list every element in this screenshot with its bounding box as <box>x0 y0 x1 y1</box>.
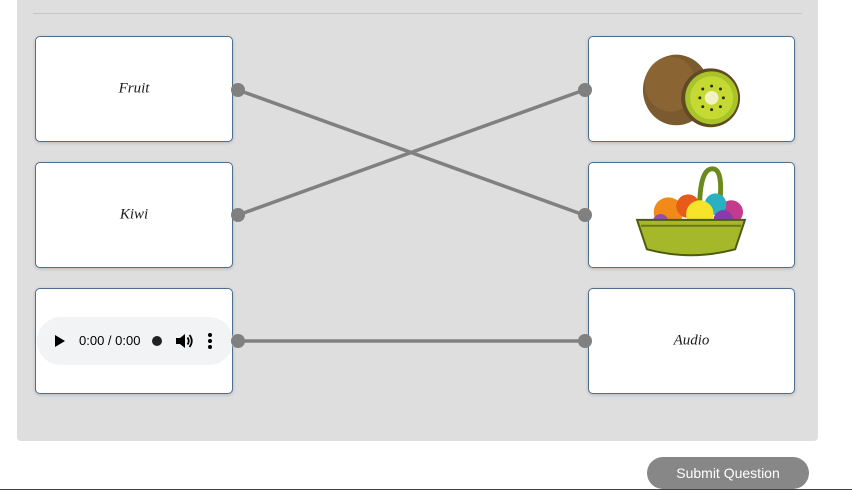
more-options-icon[interactable] <box>202 330 218 352</box>
fruit-basket-icon <box>635 166 747 257</box>
seek-handle[interactable] <box>152 336 162 346</box>
right-card-basket-image[interactable] <box>588 162 795 268</box>
connector-dot[interactable] <box>231 83 245 97</box>
play-icon[interactable] <box>55 335 65 347</box>
divider <box>33 13 802 14</box>
connector-dot[interactable] <box>578 208 592 222</box>
connection-kiwi-image <box>237 88 585 217</box>
left-card-label: Fruit <box>118 80 150 97</box>
connector-dot[interactable] <box>231 334 245 348</box>
left-card-fruit[interactable]: Fruit <box>35 36 233 142</box>
volume-icon[interactable] <box>173 330 195 352</box>
left-card-kiwi[interactable]: Kiwi <box>35 162 233 268</box>
kiwi-fruit-icon <box>642 54 741 128</box>
right-card-label: Audio <box>673 332 710 349</box>
connector-dot[interactable] <box>578 334 592 348</box>
right-card-kiwi-image[interactable] <box>588 36 795 142</box>
connector-dot[interactable] <box>578 83 592 97</box>
submit-question-button[interactable]: Submit Question <box>647 457 809 489</box>
right-card-audio[interactable]: Audio <box>588 288 795 394</box>
audio-player[interactable]: 0:00 / 0:00 <box>37 317 233 365</box>
connector-dot[interactable] <box>231 208 245 222</box>
audio-time: 0:00 / 0:00 <box>79 333 141 348</box>
left-card-label: Kiwi <box>119 206 149 223</box>
